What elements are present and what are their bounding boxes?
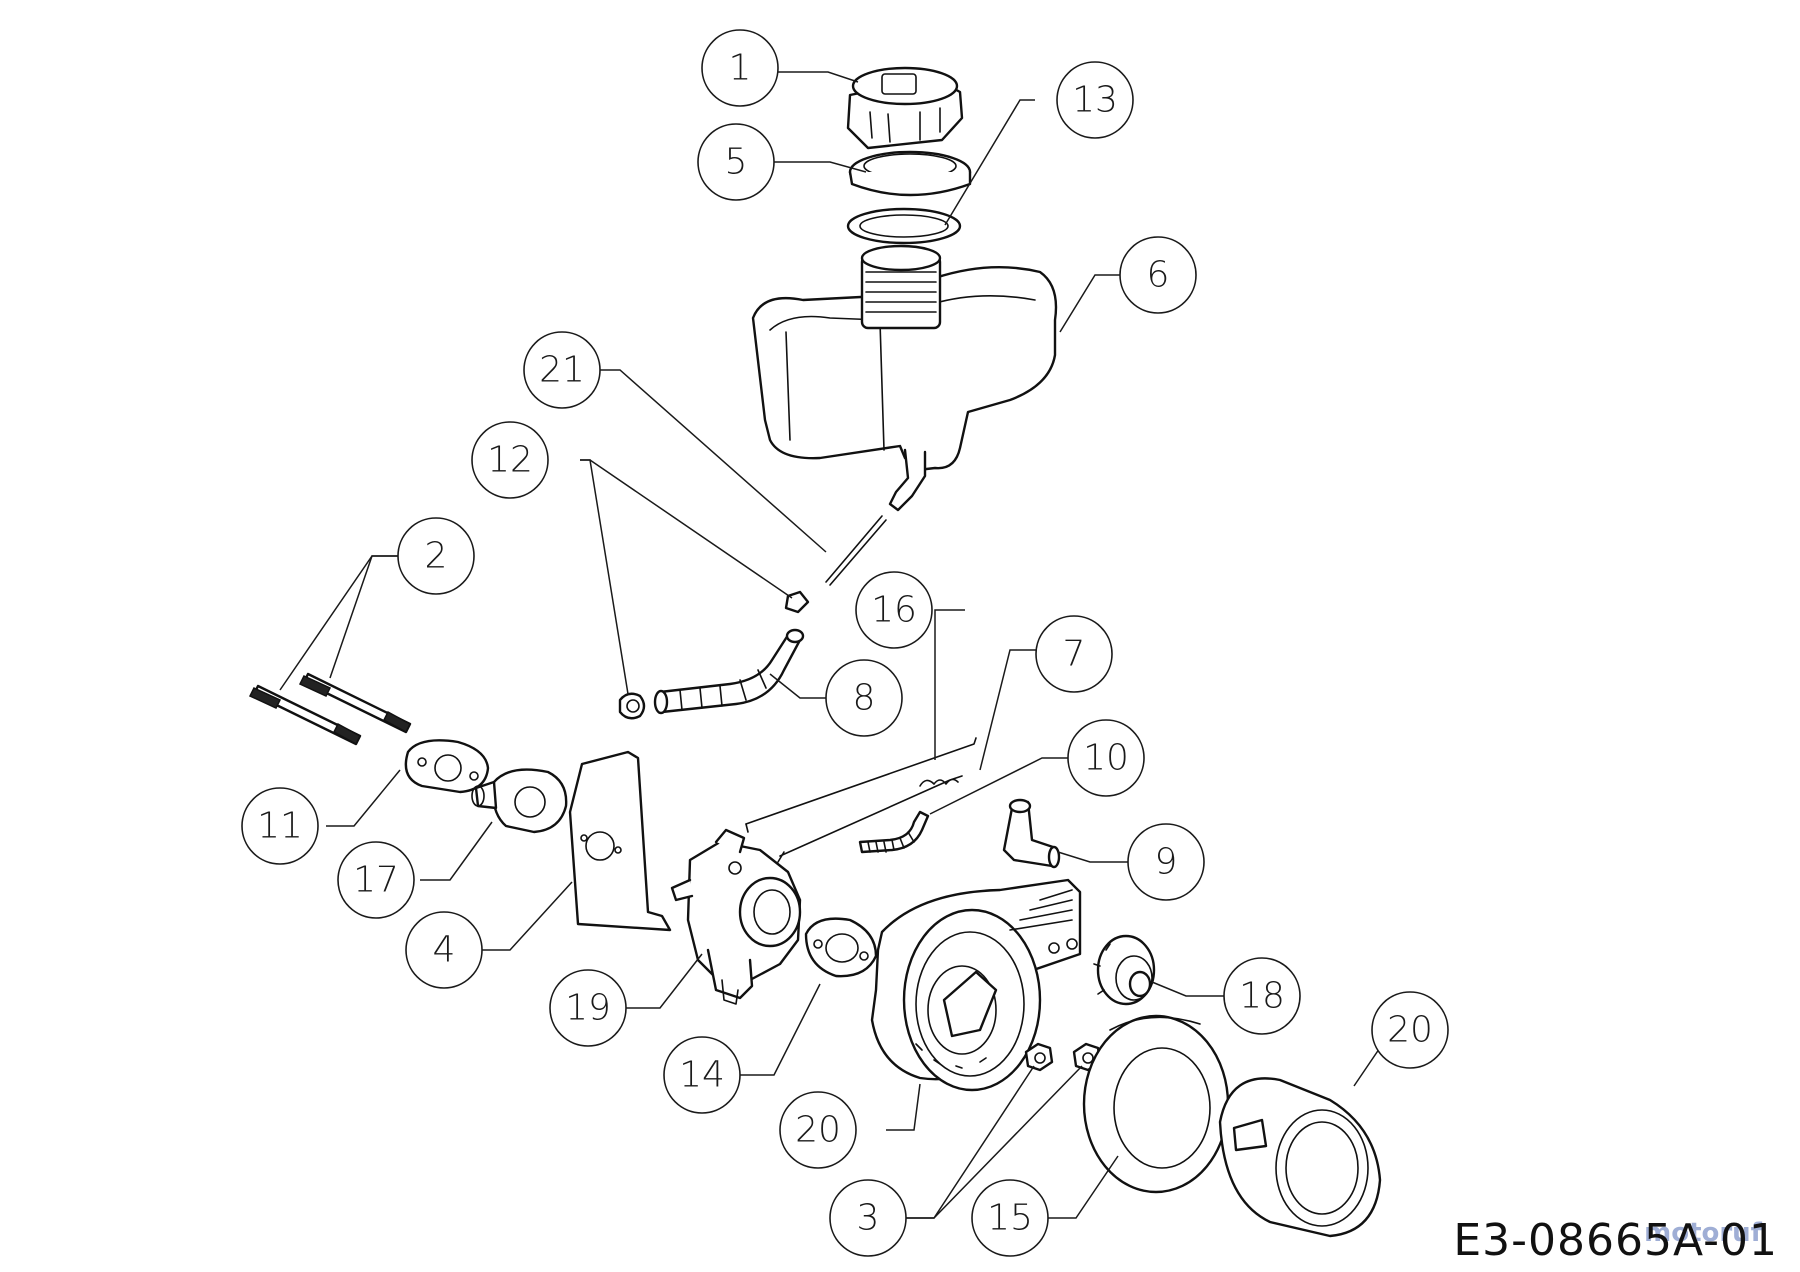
governor-linkage-icon — [745, 737, 977, 833]
svg-text:19: 19 — [565, 988, 611, 1029]
callout-5: 5 — [697, 123, 775, 201]
callout-13: 13 — [1056, 61, 1134, 139]
svg-text:10: 10 — [1083, 738, 1129, 779]
callout-4: 4 — [405, 911, 483, 989]
callout-12: 12 — [471, 421, 549, 499]
callout-15: 15 — [971, 1179, 1049, 1257]
leader-lines — [279, 71, 1394, 1219]
starter-cup-icon — [1093, 934, 1156, 1006]
svg-text:9: 9 — [1155, 842, 1178, 883]
callout-16: 16 — [855, 571, 933, 649]
svg-text:6: 6 — [1147, 255, 1170, 296]
svg-text:20: 20 — [795, 1110, 841, 1151]
elbow-fitting-icon — [1002, 798, 1061, 869]
svg-text:16: 16 — [871, 590, 917, 631]
svg-text:3: 3 — [857, 1198, 880, 1239]
carburetor-icon — [670, 828, 802, 1005]
watermark-text: motoruf — [1644, 1218, 1762, 1248]
callout-14: 14 — [663, 1036, 741, 1114]
stud-bolts-icon — [248, 672, 412, 746]
callout-10: 10 — [1067, 719, 1145, 797]
svg-text:11: 11 — [257, 806, 303, 847]
svg-text:13: 13 — [1072, 80, 1118, 121]
insulator-spacer-icon — [471, 768, 568, 834]
callout-6: 6 — [1119, 236, 1197, 314]
callout-17: 17 — [337, 841, 415, 919]
svg-text:17: 17 — [353, 860, 399, 901]
svg-text:20: 20 — [1387, 1010, 1433, 1051]
fuel-hose-icon — [653, 628, 805, 715]
callout-18: 18 — [1223, 957, 1301, 1035]
callout-20-starter: 20 — [779, 1091, 857, 1169]
hex-nuts-icon — [1024, 1042, 1102, 1072]
callout-20-cover: 20 — [1371, 991, 1449, 1069]
fuel-cap-icon — [846, 66, 964, 150]
svg-text:2: 2 — [425, 536, 448, 577]
fuel-line-icon — [825, 515, 887, 586]
fuel-tank-icon — [751, 244, 1058, 512]
cap-gasket-icon — [846, 207, 962, 245]
heat-shield-icon — [568, 750, 672, 932]
callout-7: 7 — [1035, 615, 1113, 693]
breather-hose-icon — [858, 810, 930, 854]
callout-8: 8 — [825, 659, 903, 737]
callout-2: 2 — [397, 517, 475, 595]
svg-text:15: 15 — [987, 1198, 1033, 1239]
callout-21: 21 — [523, 331, 601, 409]
svg-text:5: 5 — [725, 142, 748, 183]
callout-9: 9 — [1127, 823, 1205, 901]
svg-text:18: 18 — [1239, 976, 1285, 1017]
svg-text:14: 14 — [679, 1055, 725, 1096]
svg-text:21: 21 — [539, 350, 585, 391]
carburetor-gasket-icon — [804, 917, 878, 978]
callout-11: 11 — [241, 787, 319, 865]
callout-1: 1 — [701, 29, 779, 107]
drawing-code: E3-08665A-01 — [1453, 1215, 1778, 1266]
callout-19: 19 — [549, 969, 627, 1047]
air-filter-element-icon — [1082, 1014, 1230, 1194]
svg-text:12: 12 — [487, 440, 533, 481]
svg-text:8: 8 — [853, 678, 876, 719]
callout-3: 3 — [829, 1179, 907, 1257]
air-filter-icon — [1218, 1077, 1382, 1238]
throttle-rod-icon — [777, 775, 963, 863]
recoil-starter-icon — [870, 878, 1082, 1092]
svg-text:4: 4 — [433, 930, 456, 971]
cap-ring-icon — [848, 150, 972, 197]
svg-text:1: 1 — [729, 48, 752, 89]
svg-text:7: 7 — [1063, 634, 1086, 675]
intake-gasket-icon — [404, 739, 490, 794]
